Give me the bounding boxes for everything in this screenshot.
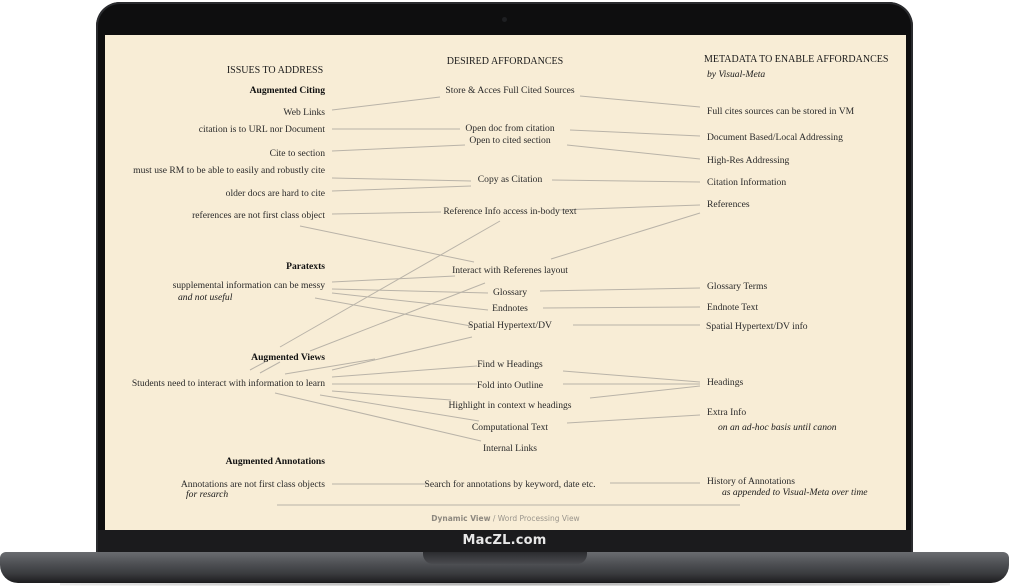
affordance-item: Computational Text [471, 422, 549, 433]
affordance-item: Endnotes [492, 303, 528, 314]
section-augmented-annotations: Augmented Annotations [225, 456, 325, 467]
affordances-column-title: DESIRED AFFORDANCES [446, 56, 564, 67]
metadata-item: Document Based/Local Addressing [707, 132, 843, 143]
issue-item: supplemental information can be messy [172, 280, 325, 291]
view-separator: / [490, 514, 498, 523]
laptop-shadow [60, 582, 950, 586]
affordance-item: Internal Links [482, 443, 538, 454]
view-switcher: Dynamic View / Word Processing View [105, 514, 906, 523]
metadata-item: History of Annotations [707, 476, 795, 487]
metadata-item: Extra Info [707, 407, 747, 418]
affordance-item: Search for annotations by keyword, date … [424, 479, 596, 490]
issue-item: Cite to section [269, 148, 325, 159]
affordance-item: Find w Headings [477, 359, 543, 370]
issue-item: Students need to interact with informati… [131, 378, 325, 389]
affordance-item: Store & Acces Full Cited Sources [445, 85, 575, 96]
metadata-column-subtitle: by Visual-Meta [707, 69, 766, 80]
connector-lines [249, 95, 740, 506]
affordance-item: Interact with Referenes layout [452, 265, 568, 276]
issues-column-title: ISSUES TO ADDRESS [226, 65, 324, 76]
issue-note: for resarch [186, 489, 229, 500]
laptop-chin [98, 530, 911, 552]
metadata-item: Glossary Terms [707, 281, 768, 292]
laptop-notch [423, 552, 587, 564]
affordance-item: Highlight in context w headings [448, 400, 572, 411]
issue-item: older docs are hard to cite [225, 188, 325, 199]
metadata-item: High-Res Addressing [707, 155, 790, 166]
metadata-item: Endnote Text [707, 302, 759, 313]
issue-item: citation is to URL nor Document [198, 124, 325, 135]
metadata-note: as appended to Visual-Meta over time [722, 487, 868, 498]
section-augmented-views: Augmented Views [251, 352, 325, 363]
metadata-column-title: METADATA TO ENABLE AFFORDANCES [704, 54, 889, 65]
dynamic-view-link[interactable]: Dynamic View [431, 514, 491, 523]
brand-label: MacZL.com [462, 533, 547, 548]
camera-icon [502, 17, 507, 22]
issue-item: references are not first class object [192, 210, 325, 221]
metadata-item: Headings [707, 377, 744, 388]
word-processing-view-link[interactable]: Word Processing View [497, 514, 580, 523]
metadata-note: on an ad-hoc basis until canon [718, 422, 837, 433]
affordance-item: Fold into Outline [476, 380, 544, 391]
affordance-item: Copy as Citation [477, 174, 543, 185]
issue-item: must use RM to be able to easily and rob… [133, 165, 325, 176]
affordance-item: Glossary [492, 287, 528, 298]
issue-note: and not useful [178, 292, 233, 303]
issue-item: Annotations are not first class objects [180, 479, 325, 490]
affordance-item: Open to cited section [469, 135, 551, 146]
metadata-item: References [707, 199, 750, 210]
affordance-item: Open doc from citation [465, 123, 555, 134]
metadata-item: Spatial Hypertext/DV info [706, 321, 808, 332]
document-canvas: ISSUES TO ADDRESS DESIRED AFFORDANCES ME… [105, 35, 906, 530]
metadata-item: Citation Information [707, 177, 787, 188]
affordance-item: Spatial Hypertext/DV [468, 320, 552, 331]
issue-item: Web Links [283, 107, 325, 118]
metadata-item: Full cites sources can be stored in VM [707, 106, 855, 117]
section-augmented-citing: Augmented Citing [249, 85, 325, 96]
section-paratexts: Paratexts [286, 261, 325, 272]
affordance-item: Reference Info access in-body text [443, 206, 577, 217]
